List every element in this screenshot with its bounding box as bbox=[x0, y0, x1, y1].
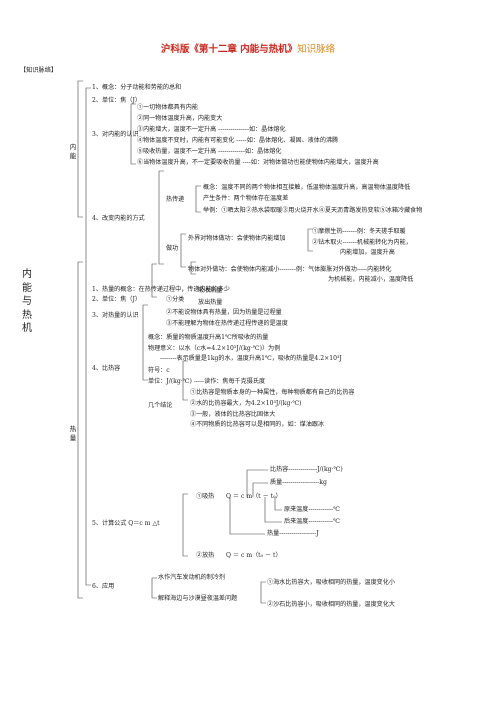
formula-t0: 原来温度------------℃ bbox=[284, 506, 340, 513]
work-w2b: 内能增加，温度升高 bbox=[340, 249, 395, 256]
neineng-brace bbox=[77, 80, 83, 218]
reliang-understanding: 3、对热量的认识 bbox=[92, 312, 139, 319]
conclusion-k2: ②水的比热容最大，为4.2×10³J/(kg·℃) bbox=[190, 400, 302, 407]
classify-absorb: 吸收热量 bbox=[198, 287, 223, 294]
work-object2: 为机械能，内能减小，温度降低 bbox=[328, 276, 414, 283]
reliang-concept: 1、热量的概念：在热传递过程中，传递内能的多少 bbox=[92, 286, 230, 293]
understanding-brace bbox=[130, 103, 136, 165]
app-a2: ②沙石比热容小，吸收相同的热量，温度变化大 bbox=[267, 601, 395, 608]
release-heat-label: ②放热 bbox=[196, 552, 215, 559]
work-w2: ②钻木取火-------机械能转化为内能， bbox=[312, 239, 412, 246]
classify-release: 放出热量 bbox=[198, 299, 223, 306]
title-suffix: 知识脉络 bbox=[297, 44, 336, 55]
conclusion-k4: ④不同物质的比热容可以是相同的，如：煤油跟冰 bbox=[190, 421, 325, 428]
neineng-u1: ①一切物体都具有内能 bbox=[137, 104, 198, 111]
calc-title: 5、计算公式 Q＝c m △t bbox=[92, 520, 160, 527]
conclusion-k1: ①比热容是物质本身的一种属性，每种物质都有自己的比热容 bbox=[190, 389, 355, 396]
reliang-unit: 2、单位：焦（J） bbox=[92, 296, 141, 303]
root-brace bbox=[85, 87, 91, 586]
neineng-unit: 2、单位：焦（J） bbox=[92, 97, 141, 104]
classify-label: ①分类 bbox=[166, 296, 185, 303]
neineng-label: 内能 bbox=[69, 143, 77, 160]
neineng-understanding: 3、对内能的认识 bbox=[92, 131, 139, 138]
ht-condition: 产生条件：两个物体存在温度差 bbox=[203, 195, 289, 202]
neineng-u5: ⑤吸收热量，温度不一定升高 -------------如：晶体熔化 bbox=[137, 148, 282, 155]
neineng-concept: 1、概念：分子动能和势能的总和 bbox=[92, 84, 182, 91]
title-main: 沪科版《第十二章 内能与热机》 bbox=[160, 44, 298, 55]
app-brace bbox=[151, 577, 157, 599]
capacity-brace bbox=[142, 304, 148, 381]
app-title: 6、应用 bbox=[92, 583, 115, 590]
app-a1: ①海水比热容大，吸收相同的热量，温度变化小 bbox=[267, 579, 395, 586]
app-explain: 解释海边与沙漠昼夜温差问题 bbox=[158, 595, 238, 602]
capacity-meaning2: --------表示质量是1kg的水，温度升高1℃，吸收的热量是4.2×10³J bbox=[160, 355, 342, 362]
work-object: 物体对外做功：会使物体内能减小--------例：气体膨胀对外做功-----内能… bbox=[188, 266, 392, 273]
line-c bbox=[246, 469, 268, 497]
neineng-u4: ④物体温度不变时，内能有可能变化 -----如：晶体熔化、凝固、液体的沸腾 bbox=[137, 137, 339, 144]
heat-transfer-label: 热传递 bbox=[166, 196, 185, 203]
change-brace bbox=[158, 170, 164, 265]
formula-c: 比热容--------------J/(kg·℃) bbox=[270, 466, 343, 473]
formula-q: 热量------------------J bbox=[267, 530, 319, 537]
work-label: 做功 bbox=[166, 245, 179, 252]
calc-brace bbox=[182, 493, 188, 557]
ht-concept: 概念：温度不同的两个物体相互接触，低温物体温度升高，高温物体温度降低 bbox=[203, 184, 411, 191]
line-m bbox=[252, 482, 268, 497]
work-brace bbox=[180, 233, 186, 268]
formula-t: 后来温度------------℃ bbox=[284, 518, 340, 525]
section-tag: 【知识脉络】 bbox=[20, 67, 58, 74]
root-label: 内能与热机 bbox=[22, 269, 32, 334]
neineng-u6: ⑥当物体温度升高，不一定要吸收热量 ----如：对物体做功也能使物体内能增大，温… bbox=[137, 159, 379, 166]
reliang-brace bbox=[77, 261, 83, 599]
conclusions-brace bbox=[182, 360, 188, 401]
absorb-heat-label: ①吸热 bbox=[196, 493, 215, 500]
capacity-unit: 单位：J/(kg·℃) -----读作：焦每千克摄氏度 bbox=[148, 378, 266, 385]
capacity-concept: 概念：质量的物质温度升高1℃所吸收的热量 bbox=[148, 334, 269, 341]
reliang-label: 热量 bbox=[69, 425, 77, 442]
line-q bbox=[229, 497, 265, 535]
line-t0 bbox=[274, 497, 282, 511]
neineng-u3: ③内能增大，温度不一定升高 ---------------如：晶体熔化 bbox=[137, 126, 286, 133]
explain-brace bbox=[260, 581, 266, 604]
capacity-title: 4、比热容 bbox=[92, 365, 121, 372]
reliang-r3: ③不能理解为物体在热传递过程传递的是温度 bbox=[166, 320, 288, 327]
reliang-r2: ②不能说物体具有热量，因为热量是过程量 bbox=[166, 309, 282, 316]
formula-m: 质量------------------kg bbox=[270, 479, 327, 486]
classify-brace bbox=[190, 261, 196, 275]
neineng-change: 4、改变内能的方式 bbox=[92, 215, 145, 222]
outside-work-brace bbox=[307, 228, 313, 252]
capacity-symbol: 符号：c bbox=[148, 367, 170, 374]
work-w1: ①摩擦生热-------例：冬天搓手取暖 bbox=[312, 228, 406, 235]
capacity-meaning: 物理意义：以水（c水=4.2×10³J/(kg·℃)）为例 bbox=[148, 345, 281, 352]
conclusion-k3: ③一般，液体的比热容比固体大 bbox=[190, 411, 276, 418]
heat-understanding-brace bbox=[151, 263, 157, 298]
release-formula: Q ＝ c m（t₀ － t） bbox=[226, 552, 282, 559]
absorb-formula: Q ＝ c m（t － t₀） bbox=[226, 493, 282, 500]
conclusions-label: 几个结论 bbox=[148, 402, 173, 409]
document-title: 沪科版《第十二章 内能与热机》知识脉络 bbox=[0, 41, 496, 55]
heat-transfer-brace bbox=[195, 185, 201, 213]
neineng-u2: ②同一物体温度升高，内能变大 bbox=[137, 115, 223, 122]
line-t bbox=[264, 497, 282, 523]
app-coolant: 水作汽车发动机的制冷剂 bbox=[158, 574, 226, 581]
work-outside: 外界对物体做功：会使物体内能增加 bbox=[188, 235, 286, 242]
ht-example: 举例：①晒太阳②热水袋取暖③用火烧开水④夏天沥青路发热变软⑤冰箱冷藏食物 bbox=[203, 207, 423, 214]
